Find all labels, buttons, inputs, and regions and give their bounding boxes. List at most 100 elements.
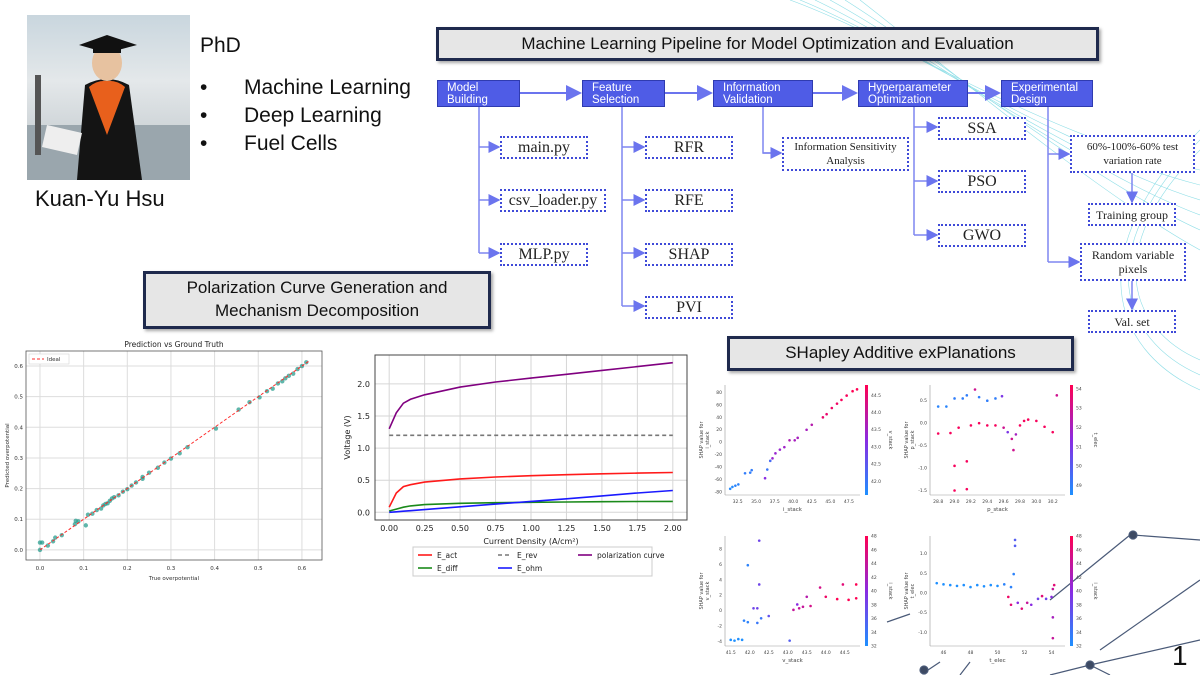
x-tick-label: 42.0 — [745, 650, 755, 656]
y-tick-label: 60 — [716, 402, 722, 408]
x-tick-label: 1.25 — [558, 524, 576, 533]
colorbar-tick-label: 53 — [1076, 406, 1082, 412]
y-tick-label: -1.0 — [918, 466, 927, 472]
colorbar-tick-label: 34 — [1076, 630, 1082, 636]
y-tick-label: 0.4 — [14, 425, 23, 431]
x-tick-label: 32.5 — [733, 499, 743, 505]
colorbar-label: t_elec — [1092, 433, 1098, 448]
shap-point — [977, 395, 981, 399]
shap-point — [729, 638, 733, 642]
colorbar — [1070, 385, 1073, 495]
data-point — [304, 360, 309, 365]
x-tick-label: 41.5 — [726, 650, 736, 656]
shap-point — [1006, 430, 1010, 434]
graduate-portrait-image — [27, 35, 190, 180]
legend-box — [412, 546, 653, 577]
data-point — [53, 535, 58, 540]
colorbar-tick-label: 40 — [1076, 589, 1082, 595]
x-tick-label: 0.3 — [167, 566, 176, 572]
x-tick-label: 30.0 — [1031, 499, 1041, 505]
shap-point — [757, 583, 761, 586]
shap-point — [1051, 636, 1055, 640]
y-axis-label: v_stack — [705, 582, 711, 601]
plot-frame — [25, 350, 323, 561]
x-axis-label: v_stack — [782, 658, 803, 664]
series-line-e-ohm — [389, 489, 673, 514]
shap-point — [851, 389, 854, 393]
node-gwo: GWO — [938, 224, 1026, 247]
y-axis-label: p_stack — [910, 430, 916, 449]
x-tick-label: 0.75 — [487, 524, 505, 533]
node-rfe: RFE — [645, 189, 733, 212]
y-tick-label: -20 — [715, 452, 722, 458]
shap-point — [1035, 419, 1038, 423]
shap-point — [1051, 616, 1055, 619]
shap-point — [756, 607, 759, 610]
colorbar-tick-label: 36 — [1076, 616, 1082, 622]
x-tick-label: 29.8 — [1015, 499, 1025, 505]
shap-point — [774, 452, 777, 455]
y-tick-label: 20 — [716, 427, 722, 433]
y-tick-label: 0.3 — [14, 456, 23, 462]
x-tick-label: 46 — [941, 650, 947, 656]
shap-point — [818, 586, 822, 589]
shap-point — [1012, 572, 1015, 576]
shap-point — [835, 402, 839, 405]
y-tick-label: 6 — [719, 562, 722, 568]
shap-point — [1052, 583, 1056, 587]
shap-point — [1020, 607, 1024, 610]
y-tick-label: 0.0 — [357, 508, 370, 517]
shap-point — [778, 448, 782, 451]
bullet-icon: • — [200, 104, 208, 127]
shap-point — [962, 583, 966, 587]
data-point — [83, 523, 89, 528]
x-tick-label: 40.0 — [788, 499, 798, 505]
x-axis-label: p_stack — [987, 507, 1009, 513]
shap-point — [1007, 595, 1010, 599]
y-tick-label: -4 — [718, 639, 723, 645]
shap-point — [771, 457, 774, 460]
shap-point — [821, 416, 825, 419]
shap-point — [731, 485, 734, 489]
x-tick-label: 29.4 — [982, 499, 992, 505]
shap-point — [1002, 583, 1006, 586]
x-tick-label: 45.0 — [825, 499, 835, 505]
shap-point — [763, 476, 767, 480]
shap-point — [1012, 448, 1015, 452]
shap-point — [1051, 430, 1055, 434]
y-tick-label: -1.0 — [918, 630, 927, 636]
colorbar-tick-label: 46 — [871, 547, 877, 553]
colorbar-tick-label: 51 — [1076, 444, 1082, 450]
y-tick-label: 0.2 — [14, 487, 23, 493]
data-point — [247, 399, 252, 405]
legend-box — [28, 353, 70, 365]
legend-label: E_act — [437, 551, 457, 560]
y-tick-label: 1.5 — [357, 412, 370, 421]
colorbar-tick-label: 49 — [1076, 483, 1082, 489]
colorbar — [1070, 536, 1073, 646]
colorbar-tick-label: 44.0 — [871, 410, 881, 416]
colorbar-tick-label: 38 — [871, 602, 877, 608]
shap-point — [742, 619, 746, 622]
node-mlp-py: MLP.py — [500, 243, 588, 266]
data-point — [98, 506, 104, 511]
shap-point — [746, 563, 750, 567]
colorbar-tick-label: 44.5 — [871, 393, 881, 399]
y-tick-label: -80 — [715, 489, 722, 495]
shap-point — [1029, 603, 1033, 607]
x-tick-label: 44.0 — [821, 650, 831, 656]
y-axis-label: SHAP value for — [904, 572, 910, 610]
y-tick-label: 0 — [719, 440, 722, 446]
shap-point — [969, 424, 973, 427]
shap-point — [855, 388, 859, 391]
shap-point — [797, 607, 801, 610]
y-tick-label: 0.0 — [920, 590, 927, 596]
legend-label: E_ohm — [517, 564, 542, 573]
network-decoration — [886, 530, 1200, 675]
shap-point — [768, 459, 772, 463]
shap-point — [835, 597, 839, 601]
y-tick-label: 0.5 — [920, 398, 927, 404]
shap-point — [1010, 437, 1014, 441]
